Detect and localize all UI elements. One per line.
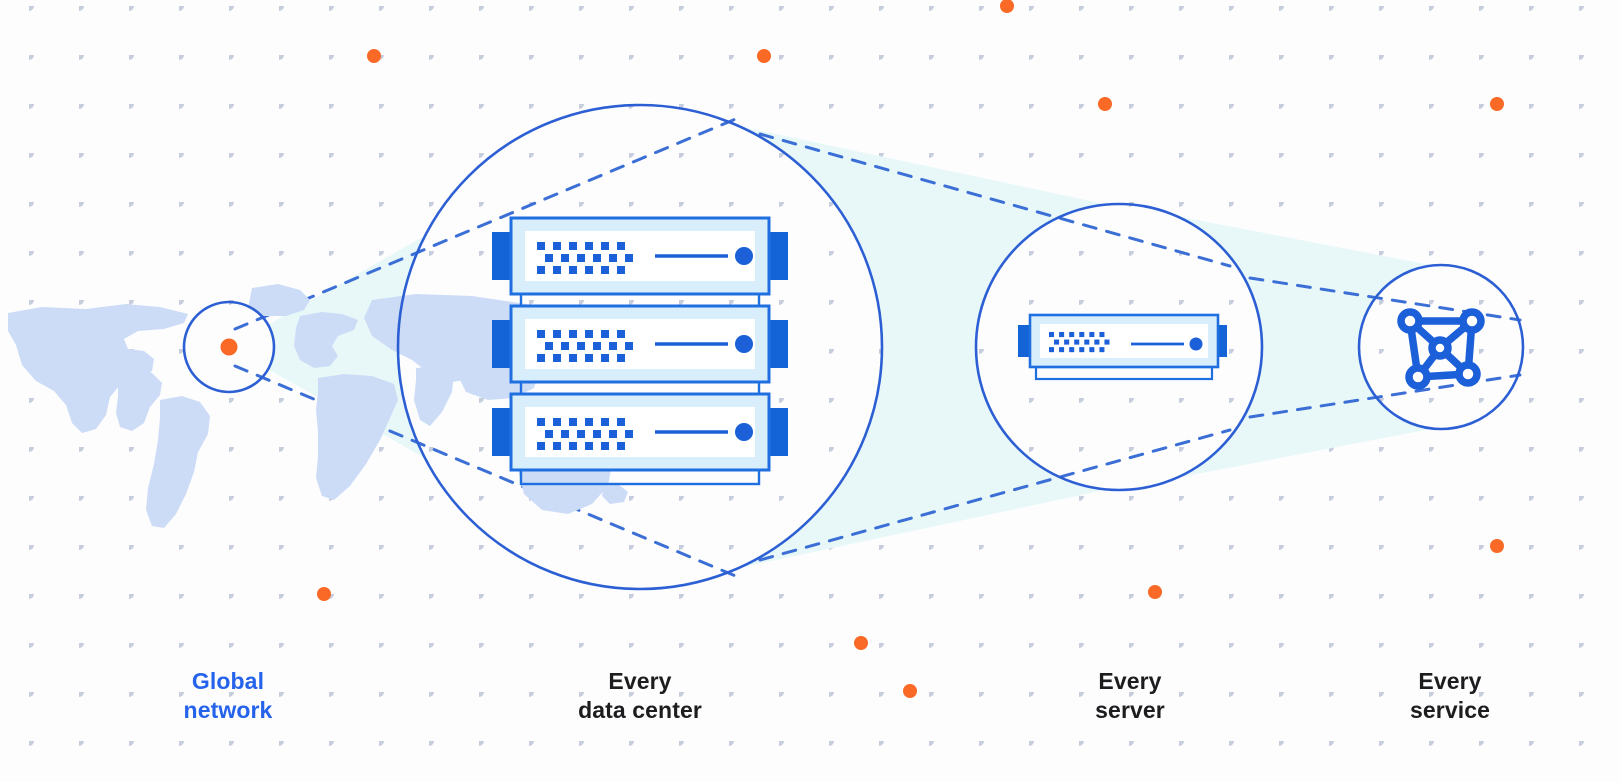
- server-unit-icon: [1018, 313, 1227, 381]
- stage-label-service: Every service: [1410, 668, 1490, 724]
- server-rack-icon: [492, 216, 788, 486]
- map-location-marker: [220, 338, 238, 356]
- accent-dots: [317, 0, 1504, 698]
- server-rack-unit: [492, 304, 788, 396]
- server-rack-unit: [492, 216, 788, 308]
- circle-global-network: [182, 300, 276, 394]
- stage-label-data-center: Every data center: [578, 668, 702, 724]
- circle-server: [974, 202, 1264, 492]
- circle-service: [1357, 263, 1525, 431]
- server-rack-unit: [492, 392, 788, 486]
- network-mesh-nodes: [1397, 308, 1485, 390]
- stage-label-global-network: Global network: [183, 668, 273, 724]
- circle-data-center: [396, 103, 884, 591]
- stage-label-server: Every server: [1095, 668, 1165, 724]
- zoom-circles: [182, 103, 1525, 591]
